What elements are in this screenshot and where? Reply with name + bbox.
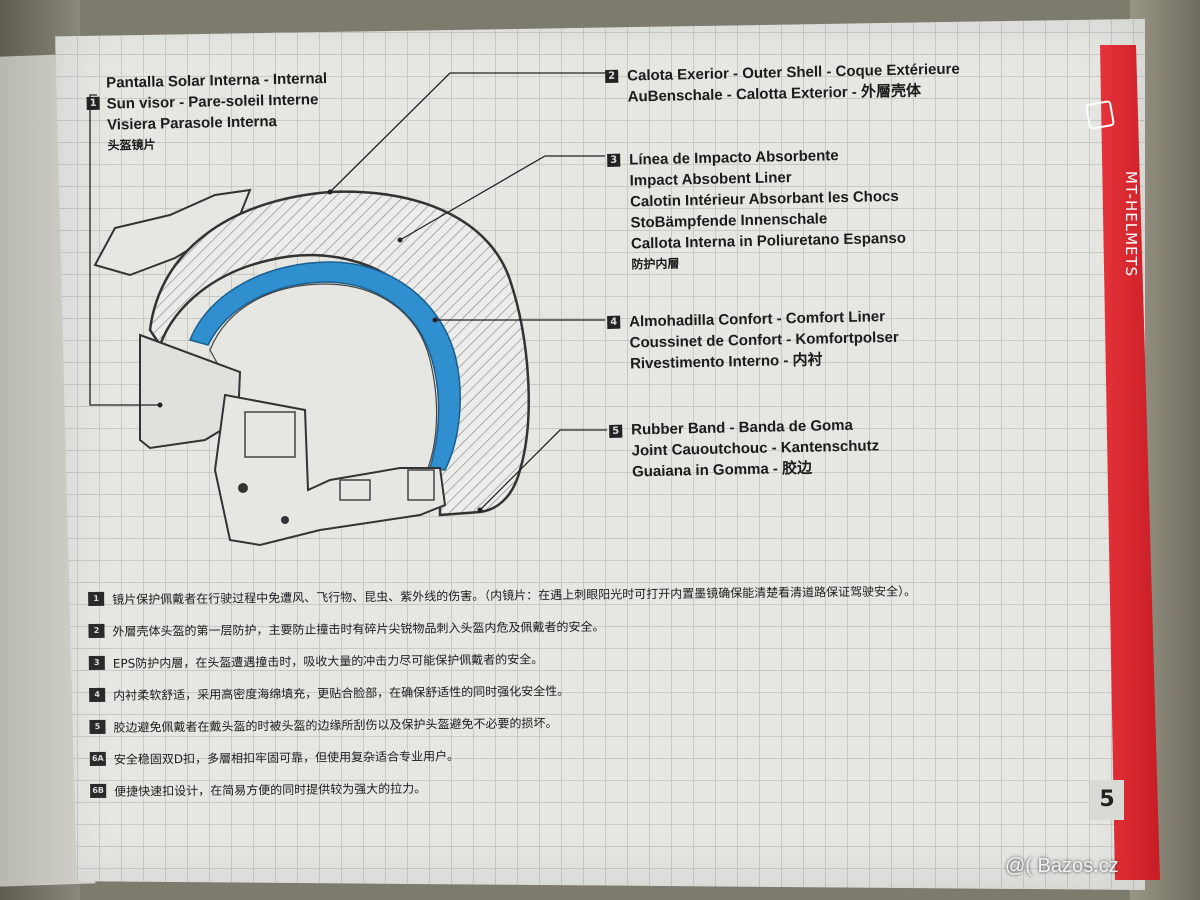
- callout-number: 2: [605, 69, 619, 83]
- note-marker: 6B: [90, 783, 107, 798]
- note-text: 内衬柔软舒适，采用高密度海绵填充，更贴合脸部，在确保舒适性的同时强化安全性。: [113, 683, 570, 703]
- frame-cutout: [407, 469, 435, 501]
- notes-list: 1 镜片保护佩戴者在行驶过程中免遭风、飞行物、昆虫、紫外线的伤害。（内镜片：在遇…: [88, 573, 1090, 807]
- callout-number: 1: [86, 96, 100, 111]
- note-marker: 6A: [89, 751, 106, 766]
- callout-2: 2 Calota Exerior - Outer Shell - Coque E…: [605, 59, 960, 108]
- callout-number: 5: [609, 424, 623, 438]
- watermark: @( Bazos.cz: [1005, 855, 1119, 877]
- lower-frame: [213, 393, 447, 547]
- note-marker: 3: [88, 655, 105, 670]
- leader-line-1: [89, 94, 160, 406]
- note-text: 胶边避免佩戴者在戴头盔的时被头盔的边缘所刮伤以及保护头盔避免不必要的损坏。: [113, 715, 558, 735]
- note-marker: 5: [89, 719, 106, 734]
- note-text: 安全稳固双D扣，多層相扣牢固可靠，但使用复杂适合专业用户。: [113, 748, 460, 767]
- callout-5: 5 Rubber Band - Banda de Goma Joint Cauo…: [607, 414, 880, 483]
- note-text: EPS防护内層，在头盔遭遇撞击时，吸收大量的冲击力尽可能保护佩戴者的安全。: [112, 651, 544, 671]
- note-marker: 2: [88, 623, 105, 638]
- leader-line-3: [399, 155, 605, 241]
- callout-4: 4 Almohadilla Confort - Comfort Liner Co…: [605, 306, 899, 375]
- note-marker: 1: [88, 591, 105, 606]
- leader-line-5: [479, 429, 607, 511]
- leader-line-2: [329, 72, 605, 193]
- helmet-peak: [93, 188, 252, 277]
- frame-cutout: [339, 479, 371, 501]
- sun-visor: [139, 333, 242, 450]
- note-text: 便捷快速扣设计，在简易方便的同时提供较为强大的拉力。: [114, 780, 427, 799]
- comfort-liner: [188, 261, 461, 471]
- rivet: [238, 483, 248, 493]
- callout-number: 4: [607, 315, 621, 329]
- frame-cutout: [244, 411, 296, 458]
- note-text: 镜片保护佩戴者在行驶过程中免遭风、飞行物、昆虫、紫外线的伤害。（内镜片：在遇上刺…: [112, 583, 917, 607]
- rivet: [281, 516, 289, 524]
- callout-number: 3: [607, 153, 621, 167]
- page-number: 5: [1090, 780, 1124, 820]
- note-text: 外層壳体头盔的第一层防护，主要防止撞击时有碎片尖锐物品刺入头盔内危及佩戴者的安全…: [112, 619, 605, 639]
- callout-3: 3 Línea de Impacto Absorbente Impact Abs…: [605, 144, 907, 276]
- callout-1: 1 Pantalla Solar Interna - Internal Sun …: [86, 68, 329, 157]
- note-marker: 4: [89, 687, 106, 702]
